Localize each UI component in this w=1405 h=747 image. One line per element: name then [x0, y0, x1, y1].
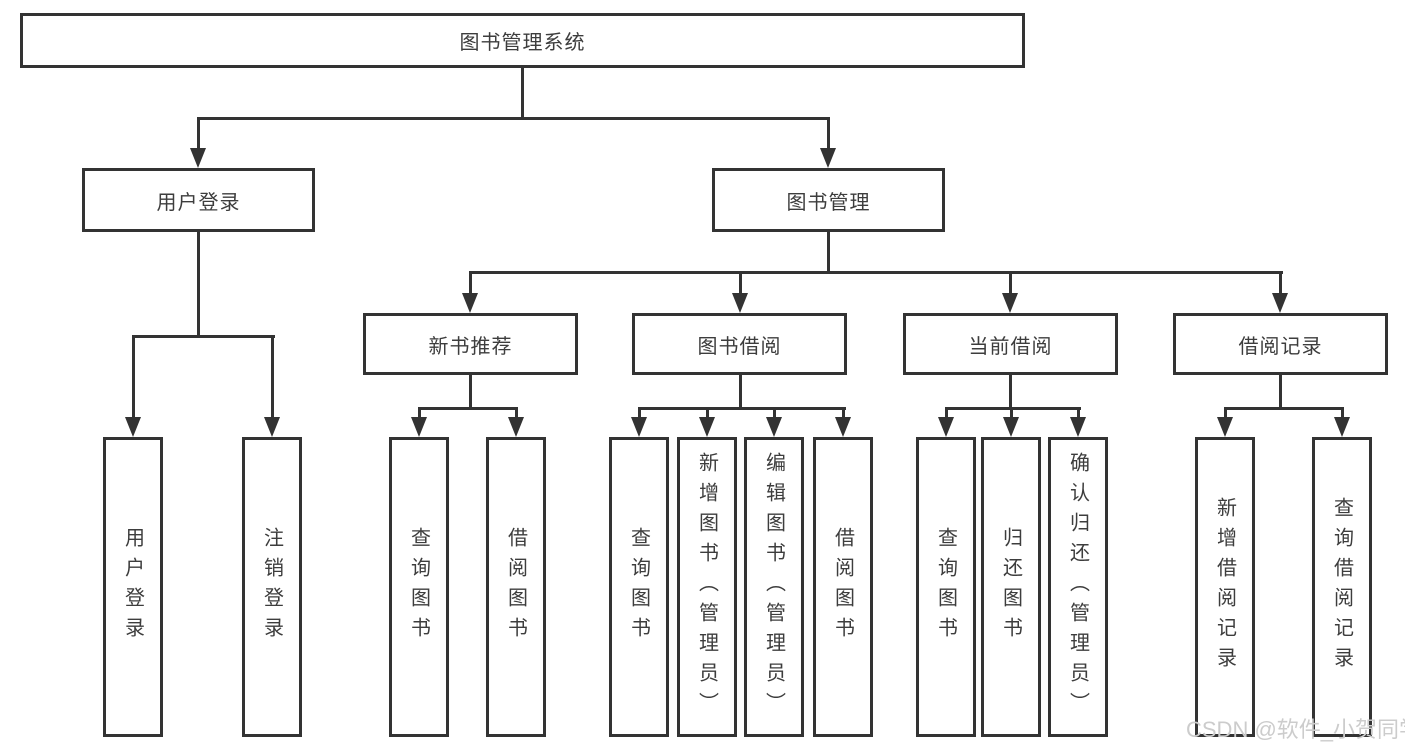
connector-line	[739, 271, 742, 296]
leaf-borrow-book-recommend: 借阅图书	[486, 437, 546, 737]
leaf-edit-book-admin: 编辑图书（管理员）	[744, 437, 804, 737]
node-book-management: 图书管理	[712, 168, 945, 232]
connector-line	[1009, 271, 1012, 296]
connector-line	[1077, 407, 1080, 420]
node-new-book-recommend: 新书推荐	[363, 313, 578, 375]
csdn-watermark: CSDN @软件_小贺同学	[1186, 717, 1405, 742]
leaf-user-login: 用户登录	[103, 437, 163, 737]
connector-line	[469, 271, 1283, 274]
leaf-add-book-admin: 新增图书（管理员）	[677, 437, 737, 737]
arrowhead-icon	[631, 417, 647, 437]
arrowhead-icon	[835, 417, 851, 437]
node-borrow-record-label: 借阅记录	[1238, 335, 1323, 358]
connector-line	[945, 407, 1081, 410]
leaf-query-book-borrow: 查询图书	[609, 437, 669, 737]
connector-line	[1224, 407, 1227, 420]
connector-line	[469, 375, 472, 409]
leaf-add-borrow-record: 新增借阅记录	[1195, 437, 1255, 737]
arrowhead-icon	[190, 148, 206, 168]
connector-line	[638, 407, 846, 410]
arrowhead-icon	[938, 417, 954, 437]
arrowhead-icon	[1272, 293, 1288, 313]
connector-line	[706, 407, 709, 420]
node-current-borrow: 当前借阅	[903, 313, 1118, 375]
node-current-borrow-label: 当前借阅	[968, 335, 1053, 358]
leaf-add-book-admin-label: 新增图书（管理员）	[695, 452, 718, 722]
leaf-return-book-label: 归还图书	[999, 527, 1022, 647]
connector-line	[827, 232, 830, 274]
connector-line	[515, 407, 518, 420]
connector-line	[1279, 375, 1282, 409]
leaf-confirm-return-admin: 确认归还（管理员）	[1048, 437, 1108, 737]
connector-line	[418, 407, 421, 420]
leaf-query-book-recommend: 查询图书	[389, 437, 449, 737]
node-user-login: 用户登录	[82, 168, 315, 232]
connector-line	[1009, 375, 1012, 409]
node-root-label: 图书管理系统	[459, 32, 586, 54]
leaf-logout: 注销登录	[242, 437, 302, 737]
connector-line	[1224, 407, 1344, 410]
arrowhead-icon	[411, 417, 427, 437]
arrowhead-icon	[1217, 417, 1233, 437]
arrowhead-icon	[462, 293, 478, 313]
node-root: 图书管理系统	[20, 13, 1025, 68]
arrowhead-icon	[766, 417, 782, 437]
connector-line	[132, 335, 135, 420]
connector-line	[418, 407, 518, 410]
connector-line	[197, 117, 830, 120]
leaf-user-login-label: 用户登录	[121, 527, 144, 647]
connector-line	[521, 68, 524, 119]
connector-line	[773, 407, 776, 420]
leaf-borrow-book-recommend-label: 借阅图书	[504, 527, 527, 647]
connector-line	[739, 375, 742, 409]
connector-line	[197, 117, 200, 151]
node-book-management-label: 图书管理	[786, 191, 871, 214]
connector-line	[132, 335, 275, 338]
arrowhead-icon	[1003, 417, 1019, 437]
leaf-edit-book-admin-label: 编辑图书（管理员）	[762, 452, 785, 722]
leaf-query-borrow-record-label: 查询借阅记录	[1330, 497, 1353, 677]
connector-line	[1010, 407, 1013, 420]
leaf-query-book-current-label: 查询图书	[934, 527, 957, 647]
arrowhead-icon	[699, 417, 715, 437]
node-book-borrow: 图书借阅	[632, 313, 847, 375]
arrowhead-icon	[1334, 417, 1350, 437]
connector-line	[469, 271, 472, 296]
arrowhead-icon	[820, 148, 836, 168]
leaf-borrow-book: 借阅图书	[813, 437, 873, 737]
node-user-login-label: 用户登录	[156, 191, 241, 214]
arrowhead-icon	[1002, 293, 1018, 313]
connector-line	[842, 407, 845, 420]
connector-line	[1279, 271, 1282, 296]
leaf-query-book-borrow-label: 查询图书	[627, 527, 650, 647]
connector-line	[271, 335, 274, 420]
connector-line	[945, 407, 948, 420]
arrowhead-icon	[125, 417, 141, 437]
arrowhead-icon	[508, 417, 524, 437]
connector-line	[827, 117, 830, 151]
node-borrow-record: 借阅记录	[1173, 313, 1388, 375]
arrowhead-icon	[732, 293, 748, 313]
leaf-confirm-return-admin-label: 确认归还（管理员）	[1066, 452, 1089, 722]
leaf-query-book-recommend-label: 查询图书	[407, 527, 430, 647]
node-new-book-recommend-label: 新书推荐	[428, 335, 513, 358]
node-book-borrow-label: 图书借阅	[697, 335, 782, 358]
connector-line	[1341, 407, 1344, 420]
connector-line	[197, 232, 200, 338]
leaf-query-borrow-record: 查询借阅记录	[1312, 437, 1372, 737]
connector-line	[638, 407, 641, 420]
leaf-return-book: 归还图书	[981, 437, 1041, 737]
arrowhead-icon	[264, 417, 280, 437]
leaf-query-book-current: 查询图书	[916, 437, 976, 737]
arrowhead-icon	[1070, 417, 1086, 437]
leaf-borrow-book-label: 借阅图书	[831, 527, 854, 647]
leaf-logout-label: 注销登录	[260, 527, 283, 647]
leaf-add-borrow-record-label: 新增借阅记录	[1213, 497, 1236, 677]
